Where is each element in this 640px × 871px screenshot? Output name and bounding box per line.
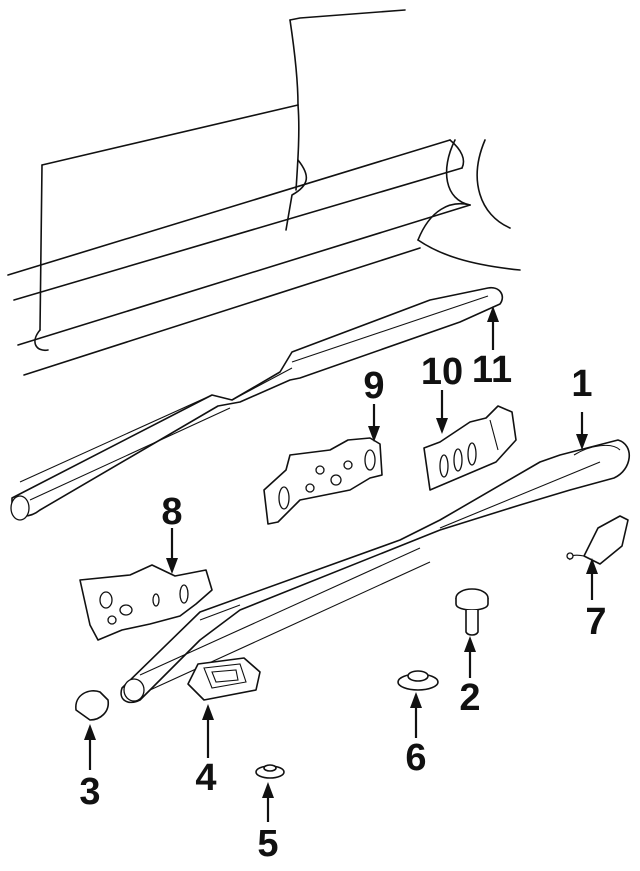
part-10-bracket	[423, 405, 517, 491]
vehicle-body-outline	[7, 9, 521, 376]
callout-11: 11	[472, 349, 512, 391]
callout-10: 10	[421, 351, 463, 393]
callout-4: 4	[195, 757, 216, 799]
callout-7: 7	[585, 601, 606, 643]
callout-8: 8	[161, 491, 182, 533]
callout-1: 1	[571, 363, 592, 405]
callout-labels: 11 1 10 9 8 7 2 6 4 3 5	[79, 349, 606, 865]
callout-3: 3	[79, 771, 100, 813]
part-8-bracket	[79, 564, 213, 641]
callout-5: 5	[257, 823, 278, 865]
part-5-clip	[255, 764, 285, 779]
part-9-bracket	[263, 437, 383, 525]
part-3-end-cap	[75, 690, 110, 721]
part-2-push-pin	[455, 588, 489, 636]
callout-2: 2	[459, 677, 480, 719]
callout-6: 6	[405, 737, 426, 779]
part-4-clip	[187, 657, 261, 701]
part-6-retainer	[397, 670, 439, 691]
callout-9: 9	[363, 365, 384, 407]
part-11-rocker-reinforcement	[10, 286, 504, 521]
callout-arrows	[84, 306, 598, 822]
part-1-rocker-molding	[120, 439, 630, 704]
part-7-insulator	[566, 515, 629, 565]
